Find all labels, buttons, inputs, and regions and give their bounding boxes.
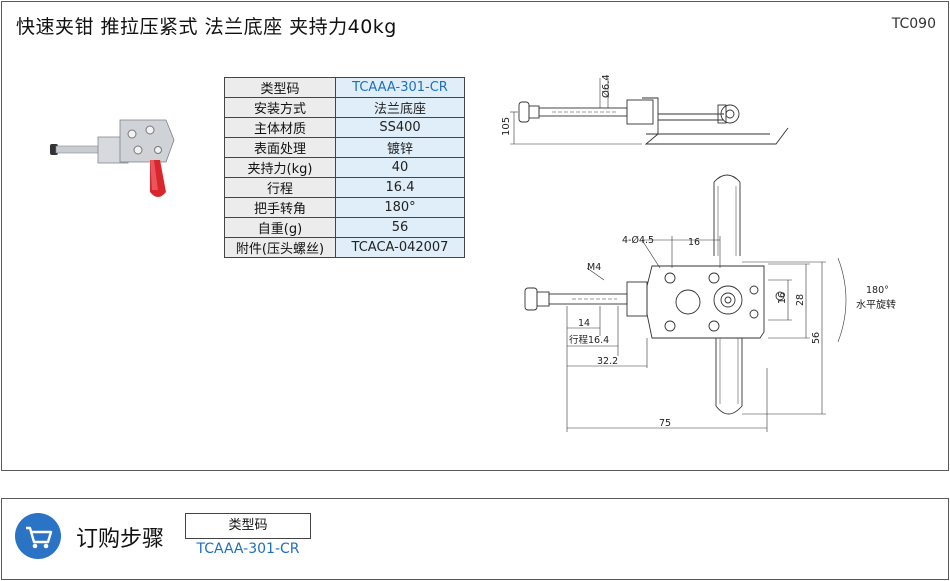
dim-14: 14: [578, 318, 590, 329]
spec-label: 主体材质: [224, 117, 336, 138]
product-photo: [50, 119, 175, 197]
rotation-angle: 180°: [866, 285, 889, 296]
dim-28: 28: [795, 294, 806, 306]
product-title: 快速夹钳 推拉压紧式 法兰底座 夹持力40kg: [16, 16, 397, 38]
cart-icon-badge: [15, 513, 61, 559]
dim-dia-top: Ø6.4: [600, 74, 612, 98]
dim-32: 32.2: [597, 356, 618, 367]
dim-thread: M4: [587, 262, 601, 273]
spec-label: 类型码: [224, 77, 336, 98]
dim-holes: 4-Ø4.5: [622, 235, 654, 246]
spec-value: 16.4: [335, 177, 465, 198]
table-row: 表面处理镀锌: [224, 137, 465, 158]
spec-label: 行程: [224, 177, 336, 198]
table-row: 自重(g)56: [224, 217, 465, 238]
dimension-lines: [566, 236, 847, 432]
dim-56: 56: [811, 332, 822, 344]
handle-drawing: [713, 174, 743, 415]
table-row: 安装方式法兰底座: [224, 97, 465, 118]
spec-label: 表面处理: [224, 137, 336, 158]
rotation-label: 水平旋转: [856, 298, 896, 311]
order-steps-panel: 订购步骤 类型码 TCAAA-301-CR: [1, 498, 949, 580]
spec-label: 夹持力(kg): [224, 157, 336, 178]
dim-stroke: 行程16.4: [569, 334, 609, 346]
dim-75: 75: [659, 418, 671, 429]
product-code: TC090: [891, 16, 936, 32]
order-steps-title: 订购步骤: [76, 527, 165, 552]
dim-105: 105: [501, 117, 512, 136]
spec-label: 安装方式: [224, 97, 336, 118]
spec-value: SS400: [335, 117, 465, 138]
cart-icon: [26, 526, 53, 549]
top-view: [524, 265, 785, 339]
spec-label: 把手转角: [224, 197, 336, 218]
spec-value: 法兰底座: [335, 97, 465, 118]
order-type-code-value[interactable]: TCAAA-301-CR: [196, 541, 300, 557]
spec-value: 180°: [335, 197, 465, 218]
spec-value: 镀锌: [335, 137, 465, 158]
spec-value: 40: [335, 157, 465, 178]
spec-label: 自重(g): [224, 217, 336, 238]
order-type-code-label: 类型码: [185, 513, 311, 539]
spec-label: 附件(压头螺丝): [224, 237, 336, 258]
spec-value: 56: [335, 217, 465, 238]
table-row: 夹持力(kg)40: [224, 157, 465, 178]
spec-value: TCACA-042007: [335, 237, 465, 258]
table-row: 附件(压头螺丝)TCACA-042007: [224, 237, 465, 258]
technical-drawing: Ø6.4 105: [501, 74, 896, 432]
dim-16-top: 16: [688, 237, 700, 248]
spec-value: TCAAA-301-CR: [335, 77, 465, 98]
side-view: [510, 78, 789, 145]
dim-16-right: 16: [777, 292, 788, 304]
